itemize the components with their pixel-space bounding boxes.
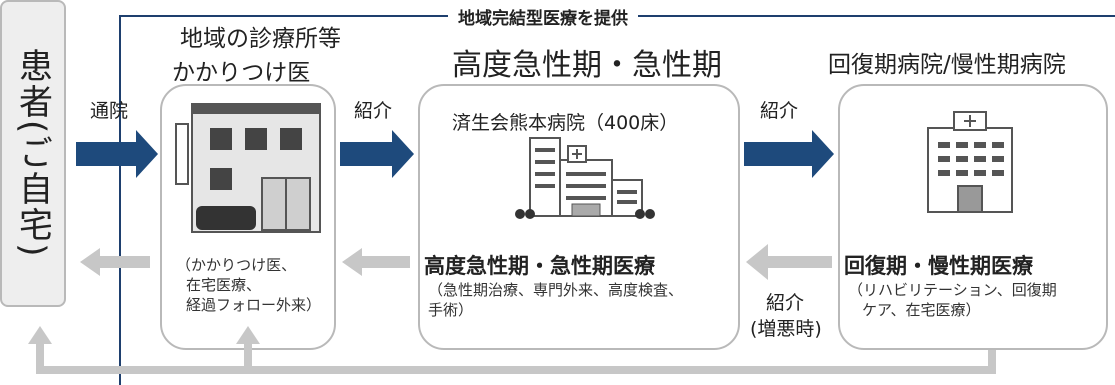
bottom-return-line [36, 340, 996, 374]
back-arrow-to-patient [80, 248, 150, 276]
back-arrow-to-clinic [342, 248, 410, 276]
flow-referral-2-label: 紹介 [760, 100, 799, 122]
acute-care-title: 高度急性期・急性期医療 [424, 254, 655, 278]
back-arrow-to-acute [746, 244, 832, 280]
forward-arrow-referral-1 [340, 130, 414, 178]
patient-label: 患者(ご自宅) [12, 48, 53, 259]
clinic-note-line1: （かかりつけ医、 [176, 256, 297, 274]
acute-header: 高度急性期・急性期 [452, 48, 722, 83]
flow-visit-label: 通院 [90, 100, 129, 122]
banner-label: 地域完結型医療を提供 [448, 4, 638, 29]
acute-care-line2: 手術） [428, 301, 474, 319]
recovery-header: 回復期病院/慢性期病院 [828, 52, 1066, 78]
flow-referral-back-condition: (増悪時) [750, 318, 822, 340]
flow-referral-back-label: 紹介 [766, 292, 805, 314]
recovery-care-title: 回復期・慢性期医療 [844, 254, 1033, 278]
clinic-title-line2: かかりつけ医 [172, 60, 311, 86]
clinic-note-line3: 経過フォロー外来） [186, 296, 322, 314]
recovery-care-line1: （リハビリテーション、回復期 [848, 281, 1057, 299]
return-arrowhead-clinic [236, 326, 260, 344]
return-arrowhead-patient [28, 326, 52, 344]
patient-box: 患者(ご自宅) [0, 0, 66, 307]
forward-arrow-referral-2 [744, 130, 834, 178]
forward-arrow-visit [76, 130, 158, 178]
acute-care-line1: （急性期治療、専門外来、高度検査、 [428, 281, 684, 299]
recovery-care-line2: ケア、在宅医療） [862, 301, 981, 319]
clinic-note-line2: 在宅医療、 [186, 276, 262, 294]
acute-hospital-name: 済生会熊本病院（400床） [452, 112, 679, 134]
clinic-title-line1: 地域の診療所等 [180, 26, 341, 52]
flow-referral-1-label: 紹介 [354, 100, 393, 122]
